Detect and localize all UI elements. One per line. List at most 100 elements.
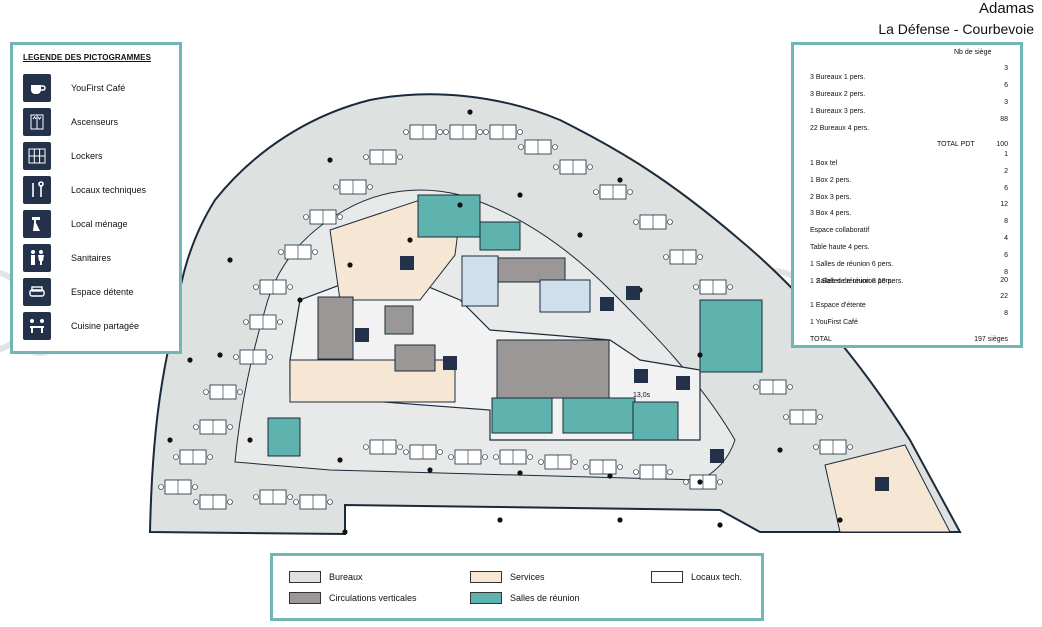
seat-value: 3 — [1004, 65, 1008, 72]
dimension-label: 13,0s — [633, 392, 651, 399]
chair — [293, 499, 299, 505]
seat-value: 8 — [1004, 310, 1008, 318]
pictogram-label: Lockers — [71, 151, 103, 161]
chair — [443, 129, 449, 135]
elevator-icon — [355, 328, 369, 342]
pillar — [697, 479, 703, 485]
chair — [538, 459, 544, 465]
tools-icon — [634, 369, 648, 383]
zone-swatch — [289, 571, 321, 583]
seat-value: 6 — [1004, 251, 1008, 259]
meeting-room — [417, 194, 481, 238]
pictogram-row: Local ménage — [23, 207, 171, 241]
seat-value: 2 — [1004, 167, 1008, 175]
pictogram-legend-title: LEGENDE DES PICTOGRAMMES — [23, 53, 152, 62]
sofa-icon — [875, 477, 889, 491]
chair — [287, 494, 293, 500]
seat-label: 3 Box 4 pers. — [810, 210, 852, 218]
chair — [847, 444, 853, 450]
chair — [233, 354, 239, 360]
pictogram-label: Cuisine partagée — [71, 321, 140, 331]
meeting-room — [479, 221, 521, 251]
zone-color-legend: Bureaux Services Locaux tech. Circulations … — [270, 553, 764, 621]
seat-label: 2 Box 3 pers. — [810, 193, 852, 201]
zone-label: Salles de réunion — [510, 593, 580, 603]
meeting-room — [491, 397, 553, 434]
seat-label: 1 Espace d'étente — [810, 302, 866, 310]
chair — [397, 154, 403, 160]
pillar — [777, 447, 783, 453]
seat-label: Table haute 4 pers. — [810, 244, 870, 251]
building-name: Adamas — [978, 0, 1034, 17]
seat-value: 1 — [1004, 151, 1008, 158]
zone-legend-item: Bureaux — [289, 571, 363, 583]
pictogram-label: Sanitaires — [71, 253, 112, 263]
chair — [517, 129, 523, 135]
seat-label: 1 YouFirst Café — [810, 319, 858, 327]
zone-legend-item: Locaux tech. — [651, 571, 742, 583]
seat-label: Espace collaboratif — [810, 227, 870, 235]
chair — [333, 184, 339, 190]
chair — [277, 319, 283, 325]
zone-swatch — [651, 571, 683, 583]
pictogram-row: Lockers — [23, 139, 171, 173]
zone-label: Circulations verticales — [329, 593, 417, 603]
meeting-room — [699, 299, 763, 373]
pillar — [607, 473, 613, 479]
chair — [253, 284, 259, 290]
chair — [363, 444, 369, 450]
vertical-circulation — [496, 339, 610, 399]
building-location: La Défense - Courbevoie — [878, 21, 1034, 37]
chair — [227, 499, 233, 505]
chair — [518, 144, 524, 150]
pictogram-row: Espace détente — [23, 275, 171, 309]
lockers-icon — [626, 286, 640, 300]
meeting-room — [562, 397, 636, 434]
seat-value: 8 — [1004, 268, 1008, 276]
zone-legend-item: Services — [470, 571, 545, 583]
coffee-cup-icon — [23, 74, 51, 102]
lockers-icon — [676, 376, 690, 390]
zone-label: Services — [510, 572, 545, 582]
vertical-circulation — [384, 305, 414, 335]
chair — [552, 144, 558, 150]
restroom-block — [539, 279, 591, 313]
zone-swatch — [470, 571, 502, 583]
seat-value: 8 — [1004, 218, 1008, 226]
elevator-icon — [23, 108, 51, 136]
chair — [327, 499, 333, 505]
chair — [753, 384, 759, 390]
pillar — [457, 202, 463, 208]
seat-label: 3 Bureaux 1 pers. — [810, 74, 866, 81]
chair — [482, 454, 488, 460]
pillar — [217, 352, 223, 358]
chair — [193, 499, 199, 505]
zone-swatch — [289, 592, 321, 604]
zone-swatch — [470, 592, 502, 604]
pillar — [697, 352, 703, 358]
chair — [813, 444, 819, 450]
pillar — [342, 529, 348, 535]
pillar — [327, 157, 333, 163]
chair — [527, 454, 533, 460]
chair — [697, 254, 703, 260]
vertical-circulation — [317, 296, 354, 360]
seat-label: 1 Box 2 pers. — [810, 176, 852, 184]
chair — [617, 464, 623, 470]
restroom-block — [461, 255, 499, 307]
pillar — [167, 437, 173, 443]
chair — [227, 424, 233, 430]
pictogram-row: Sanitaires — [23, 241, 171, 275]
cleaning-icon — [23, 210, 51, 238]
seat-value: 3 — [1004, 99, 1008, 106]
lockers-icon — [710, 449, 724, 463]
pictogram-label: Locaux techniques — [71, 185, 147, 195]
seat-label: 1 Box tel — [810, 160, 838, 167]
pillar — [717, 522, 723, 528]
chair — [633, 219, 639, 225]
pillar — [617, 517, 623, 523]
pillar — [227, 257, 233, 263]
pictogram-row: YouFirst Café — [23, 71, 171, 105]
